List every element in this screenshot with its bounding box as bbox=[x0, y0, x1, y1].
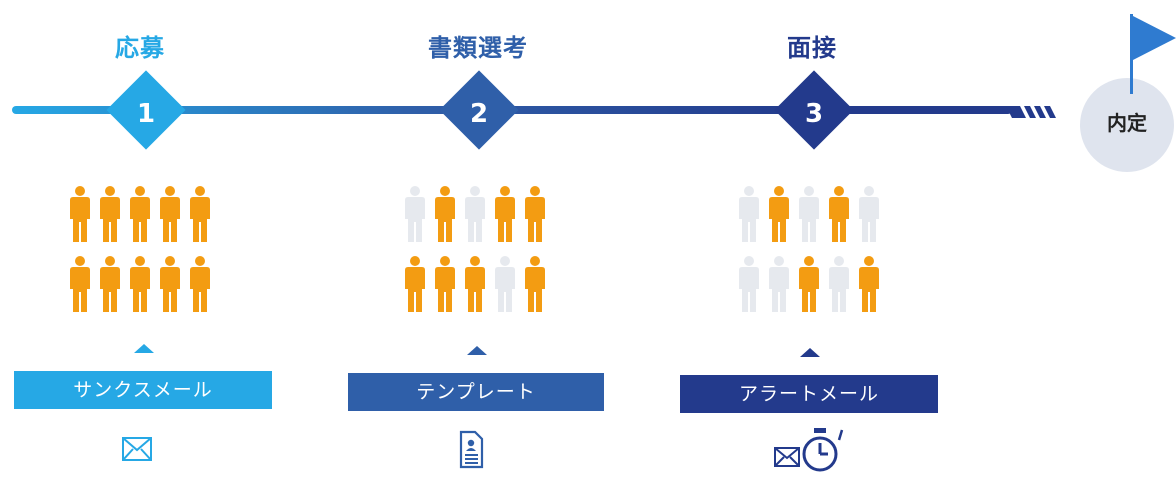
person-icon-inactive bbox=[797, 186, 821, 244]
person-icon-active bbox=[68, 186, 92, 244]
envelope-icon bbox=[122, 437, 152, 461]
person-icon-active bbox=[128, 256, 152, 314]
person-icon-active bbox=[158, 186, 182, 244]
stage-2-tool-label: テンプレート bbox=[348, 373, 604, 411]
person-icon-active bbox=[493, 186, 517, 244]
person-icon-active bbox=[827, 186, 851, 244]
timeline-dashes bbox=[1006, 106, 1056, 118]
person-icon-inactive bbox=[767, 256, 791, 314]
goal-circle bbox=[1080, 78, 1174, 172]
person-icon-active bbox=[857, 256, 881, 314]
stage-1-tool-label: サンクスメール bbox=[14, 371, 272, 409]
stage-3-tool-label: アラートメール bbox=[680, 375, 938, 413]
person-icon-active bbox=[523, 186, 547, 244]
person-icon-active bbox=[767, 186, 791, 244]
person-icon-inactive bbox=[403, 186, 427, 244]
stage-3-people bbox=[737, 186, 897, 322]
person-icon-active bbox=[523, 256, 547, 314]
person-icon-active bbox=[433, 186, 457, 244]
stage-2-title: 書類選考 bbox=[428, 34, 528, 62]
person-icon-active bbox=[128, 186, 152, 244]
person-icon-active bbox=[433, 256, 457, 314]
stage-2-people bbox=[403, 186, 563, 322]
stage-1-pointer bbox=[134, 344, 154, 353]
person-icon-inactive bbox=[737, 186, 761, 244]
stage-2-pointer bbox=[467, 346, 487, 355]
stage-2-number: 2 bbox=[469, 99, 489, 129]
person-icon-active bbox=[188, 186, 212, 244]
person-icon-active bbox=[158, 256, 182, 314]
document-icon bbox=[459, 430, 484, 469]
person-icon-active bbox=[797, 256, 821, 314]
stage-1-people bbox=[68, 186, 228, 322]
person-icon-inactive bbox=[827, 256, 851, 314]
stopwatch-icon bbox=[802, 428, 844, 472]
person-icon-active bbox=[403, 256, 427, 314]
goal-label: 内定 bbox=[1107, 111, 1147, 135]
stage-1-title: 応募 bbox=[115, 34, 165, 62]
flag-icon bbox=[1130, 14, 1176, 94]
person-icon-active bbox=[98, 186, 122, 244]
stage-3-title: 面接 bbox=[787, 34, 837, 62]
stage-3-number: 3 bbox=[804, 99, 824, 129]
stage-3-pointer bbox=[800, 348, 820, 357]
stage-1-number: 1 bbox=[136, 99, 156, 129]
person-icon-active bbox=[68, 256, 92, 314]
person-icon-inactive bbox=[737, 256, 761, 314]
person-icon-inactive bbox=[857, 186, 881, 244]
person-icon-active bbox=[98, 256, 122, 314]
envelope-icon bbox=[774, 447, 800, 467]
person-icon-inactive bbox=[493, 256, 517, 314]
person-icon-active bbox=[188, 256, 212, 314]
person-icon-inactive bbox=[463, 186, 487, 244]
person-icon-active bbox=[463, 256, 487, 314]
